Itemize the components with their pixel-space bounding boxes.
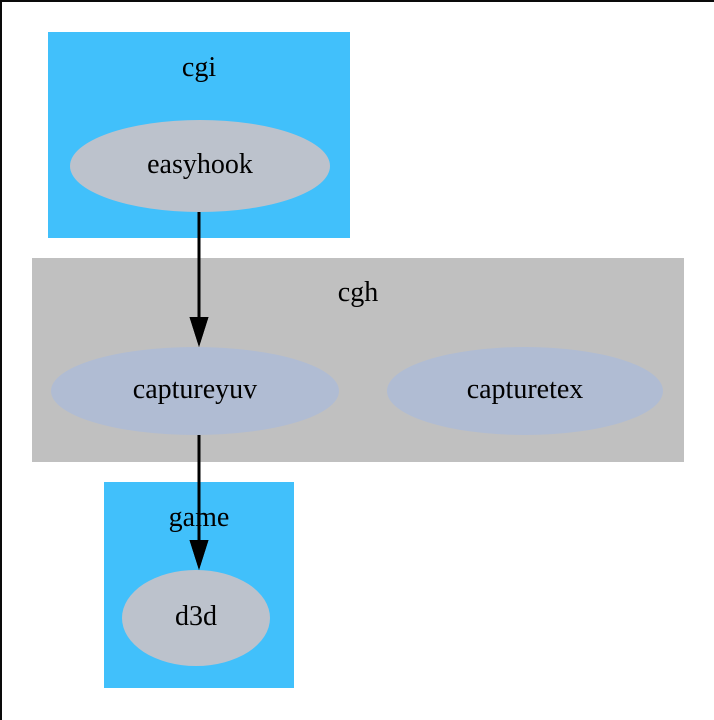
node-captureyuv[interactable]: captureyuv	[51, 347, 339, 435]
node-capturetex[interactable]: capturetex	[387, 347, 663, 435]
node-d3d-label: d3d	[175, 601, 217, 632]
node-capturetex-label: capturetex	[466, 374, 584, 405]
cluster-game-label: game	[168, 502, 230, 533]
edge-captureyuv-to-d3d-arrowhead	[184, 540, 214, 570]
node-easyhook[interactable]: easyhook	[70, 120, 330, 212]
node-d3d[interactable]: d3d	[122, 570, 270, 666]
canvas-border-top	[0, 0, 714, 2]
edge-easyhook-to-captureyuv-arrowhead	[184, 317, 214, 347]
cluster-cgh-label: cgh	[337, 277, 379, 308]
node-captureyuv-label: captureyuv	[132, 374, 258, 405]
node-easyhook-label: easyhook	[147, 149, 253, 180]
canvas-border-left	[0, 0, 2, 720]
cluster-cgi-label: cgi	[181, 52, 217, 83]
